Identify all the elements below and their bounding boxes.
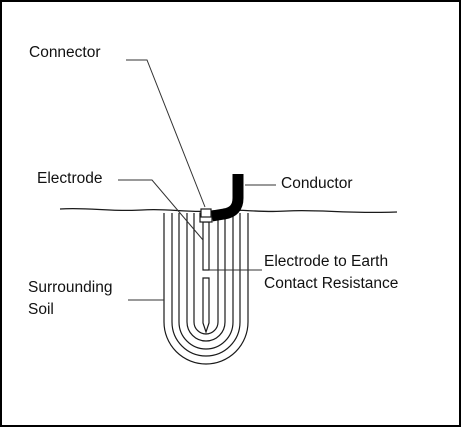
conductor-cable: [211, 174, 244, 222]
leader-lines: [118, 59, 276, 301]
soil-shells: [163, 213, 249, 365]
connector-clamp: [200, 208, 212, 218]
contact-resistance-label: Electrode to Earth Contact Resistance: [264, 251, 398, 295]
electrode-label: Electrode: [37, 170, 103, 187]
surrounding-soil-label-line2: Soil: [28, 301, 54, 318]
connector-label: Connector: [29, 44, 101, 61]
connector-leader: [126, 59, 206, 208]
soil-shell-5: [193, 213, 219, 335]
soil-shell-2: [171, 213, 241, 357]
contact-resistance-label-line1: Electrode to Earth: [264, 253, 389, 270]
conductor-label: Conductor: [281, 175, 353, 192]
electrode-rod: [199, 212, 213, 334]
electrode-leader: [118, 179, 204, 241]
soil-shell-3: [178, 213, 234, 350]
contact-resistance-label-line2: Contact Resistance: [264, 275, 399, 292]
soil-shell-4: [186, 213, 226, 342]
soil-shell-1: [163, 213, 249, 365]
surrounding-soil-label: Surrounding Soil: [28, 277, 112, 321]
surrounding-soil-label-line1: Surrounding: [28, 279, 113, 296]
